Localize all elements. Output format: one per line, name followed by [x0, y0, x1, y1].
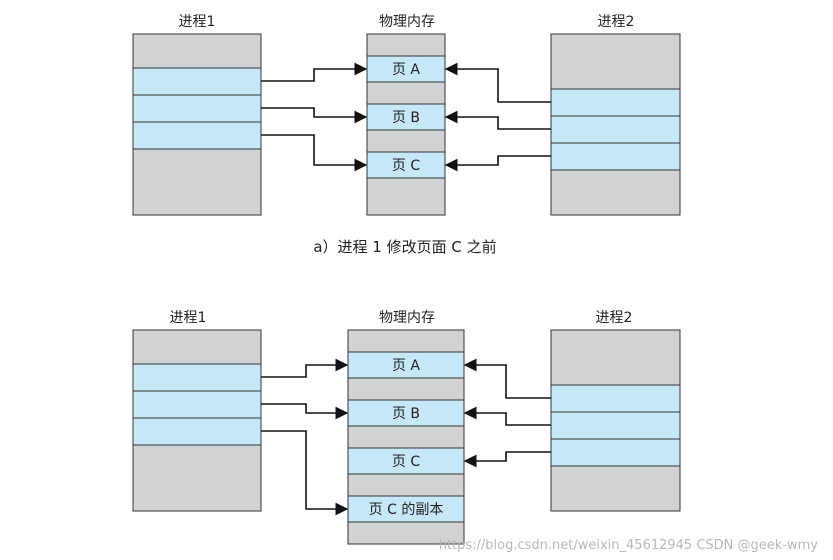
watermark: https://blog.csdn.net/weixin_45612945 CS…: [439, 538, 819, 553]
a-process1-title: 进程1: [179, 14, 216, 30]
b-process1-page-2: [132, 390, 262, 419]
a-arrow-p2-to-page-b: [444, 110, 551, 130]
a-page-a-label: 页 A: [392, 62, 420, 78]
b-page-b: [347, 399, 465, 427]
a-process2-page-1: [550, 88, 681, 117]
b-page-a-label: 页 A: [392, 358, 420, 374]
a-process1-page-1: [132, 67, 262, 96]
b-process1-block: [132, 329, 262, 512]
a-process2-page-3: [550, 142, 681, 171]
b-memory-block: 页 A 页 B 页 C 页 C 的副本: [347, 329, 465, 545]
a-page-c-label: 页 C: [392, 158, 420, 174]
a-memory-block: 页 A 页 B 页 C: [366, 33, 446, 216]
a-arrow-p1-to-page-a: [261, 62, 368, 82]
b-process1-page-1: [132, 363, 262, 392]
b-page-b-label: 页 B: [392, 406, 420, 422]
a-page-a: [366, 55, 446, 83]
b-process1-page-3: [132, 417, 262, 446]
a-caption: a）进程 1 修改页面 C 之前: [313, 238, 496, 256]
a-process2-block: [550, 33, 681, 216]
b-page-c-copy: [347, 495, 465, 523]
b-arrow-p2-to-page-b: [463, 406, 551, 426]
b-process2-page-2: [550, 411, 681, 440]
b-memory-title: 物理内存: [379, 310, 435, 326]
b-arrow-p1-to-page-a: [261, 358, 349, 378]
a-arrow-p2-to-page-a: [444, 62, 551, 103]
diagram-a: 进程1 物理内存 进程2 页 A 页 B 页 C: [132, 14, 681, 256]
a-memory-title: 物理内存: [379, 14, 435, 30]
a-process2-title: 进程2: [598, 14, 635, 30]
b-process2-title: 进程2: [596, 310, 633, 326]
b-process2-page-1: [550, 384, 681, 413]
b-arrow-p1-to-page-c-copy: [261, 430, 349, 516]
b-process2-block: [550, 329, 681, 512]
b-arrow-p2-to-page-c: [463, 451, 551, 468]
a-process1-block: [132, 33, 262, 216]
b-page-c-label: 页 C: [392, 454, 420, 470]
diagram-b: 进程1 物理内存 进程2 页 A 页 B 页 C 页 C 的副本: [132, 310, 681, 545]
a-arrow-p1-to-page-b: [261, 107, 368, 124]
a-process1-page-3: [132, 121, 262, 150]
a-page-c: [366, 151, 446, 179]
a-process1-page-2: [132, 94, 262, 123]
a-arrow-p1-to-page-c: [261, 134, 368, 172]
b-arrow-p1-to-page-b: [261, 403, 349, 420]
a-process2-page-2: [550, 115, 681, 144]
b-arrow-p2-to-page-a: [463, 358, 551, 399]
b-process1-title: 进程1: [170, 310, 207, 326]
a-page-b-label: 页 B: [392, 110, 420, 126]
a-arrow-p2-to-page-c: [444, 155, 551, 172]
b-page-c-copy-label: 页 C 的副本: [369, 502, 444, 518]
b-process2-page-3: [550, 438, 681, 467]
